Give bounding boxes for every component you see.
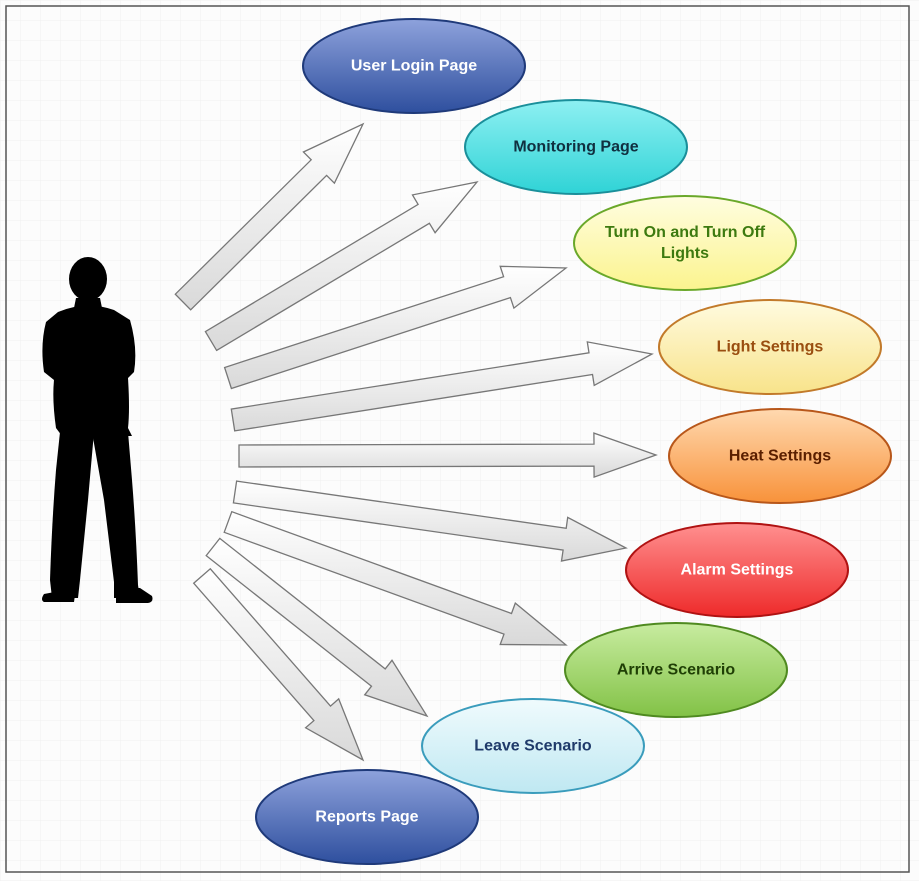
arrow-to-user-login-page xyxy=(174,122,365,311)
use-case-ellipse-heat-settings xyxy=(668,408,892,504)
arrow-to-arrive-scenario xyxy=(223,510,568,646)
use-case-ellipse-light-settings xyxy=(658,299,882,395)
use-case-label-reports-page: Reports Page xyxy=(315,809,418,826)
use-case-reports-page: Reports Page xyxy=(255,769,479,865)
use-case-heat-settings: Heat Settings xyxy=(668,408,892,504)
use-case-label-leave-scenario: Leave Scenario xyxy=(474,738,592,755)
use-case-alarm-settings: Alarm Settings xyxy=(625,522,849,618)
use-case-label-heat-settings: Heat Settings xyxy=(729,448,831,465)
arrow-to-heat-settings xyxy=(238,432,658,479)
use-case-label-user-login-page: User Login Page xyxy=(351,58,477,75)
arrow-to-reports-page xyxy=(192,567,365,762)
use-case-label-turn-on-off-lights-line-2: Lights xyxy=(661,245,709,262)
use-case-ellipse-leave-scenario xyxy=(421,698,645,794)
use-case-ellipse-monitoring-page xyxy=(464,99,688,195)
use-case-light-settings: Light Settings xyxy=(658,299,882,395)
use-case-label-turn-on-off-lights-line-1: Turn On and Turn Off xyxy=(605,224,766,241)
arrow-to-alarm-settings xyxy=(232,480,628,562)
person-silhouette-icon xyxy=(42,257,153,603)
arrow-to-leave-scenario xyxy=(205,537,429,718)
use-case-label-monitoring-page: Monitoring Page xyxy=(513,139,638,156)
arrows-layer xyxy=(174,122,658,762)
use-case-ellipse-arrive-scenario xyxy=(564,622,788,718)
use-case-label-light-settings: Light Settings xyxy=(717,339,824,356)
arrow-to-monitoring-page xyxy=(204,181,479,352)
use-case-label-alarm-settings: Alarm Settings xyxy=(681,562,794,579)
use-case-monitoring-page: Monitoring Page xyxy=(464,99,688,195)
use-case-ellipse-turn-on-off-lights xyxy=(573,195,797,291)
use-case-ellipse-reports-page xyxy=(255,769,479,865)
use-case-ellipse-user-login-page xyxy=(302,18,526,114)
diagram-frame xyxy=(5,5,910,873)
use-case-arrive-scenario: Arrive Scenario xyxy=(564,622,788,718)
arrow-to-light-settings xyxy=(230,341,654,432)
use-case-label-arrive-scenario: Arrive Scenario xyxy=(617,662,736,679)
use-case-ellipse-alarm-settings xyxy=(625,522,849,618)
use-case-leave-scenario: Leave Scenario xyxy=(421,698,645,794)
arrow-to-turn-on-off-lights xyxy=(223,265,568,390)
use-case-user-login-page: User Login Page xyxy=(302,18,526,114)
